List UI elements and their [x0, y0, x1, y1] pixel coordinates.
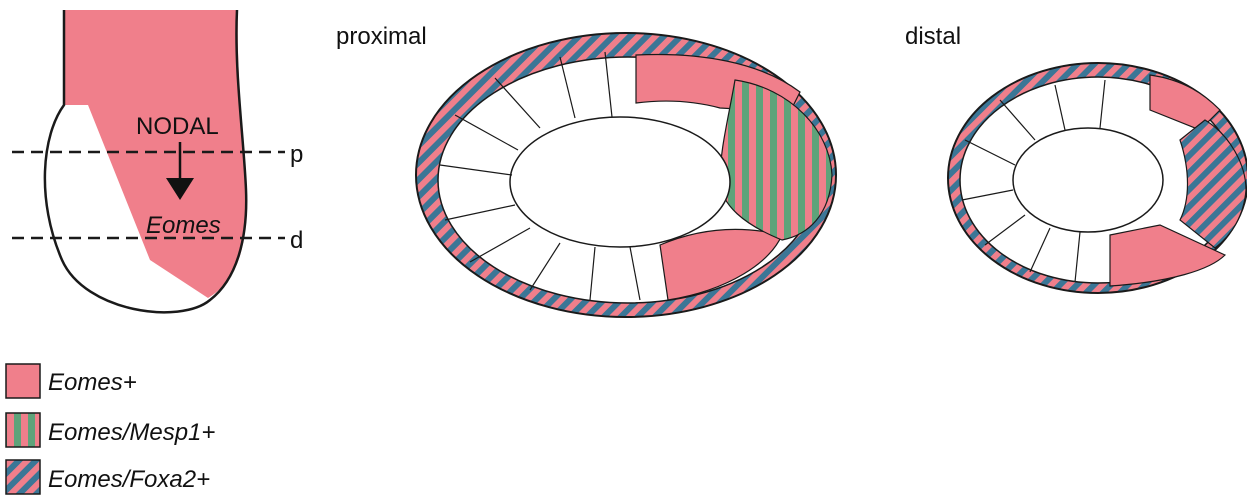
eomes-gene-label: Eomes: [146, 212, 221, 239]
nodal-label: NODAL: [136, 113, 219, 140]
distal-lumen: [1013, 128, 1163, 232]
legend: Eomes+ Eomes/Mesp1+ Eomes/Foxa2+: [6, 364, 215, 494]
legend-item-eomes-foxa2: Eomes/Foxa2+: [6, 460, 210, 494]
proximal-title: proximal: [336, 23, 427, 50]
proximal-section: proximal: [336, 23, 836, 317]
legend-swatch-eomes: [6, 364, 40, 398]
legend-label-eomes-mesp1: Eomes/Mesp1+: [48, 419, 215, 446]
legend-swatch-eomes-foxa2: [6, 460, 40, 494]
proximal-lumen: [510, 117, 730, 247]
proximal-marker: p: [290, 141, 303, 168]
eomes-domain: [64, 10, 246, 298]
legend-swatch-eomes-mesp1: [6, 413, 40, 447]
legend-label-eomes-foxa2: Eomes/Foxa2+: [48, 466, 210, 493]
legend-label-eomes: Eomes+: [48, 369, 137, 396]
distal-marker: d: [290, 227, 303, 254]
legend-item-eomes: Eomes+: [6, 364, 137, 398]
distal-title: distal: [905, 23, 961, 50]
legend-item-eomes-mesp1: Eomes/Mesp1+: [6, 413, 215, 447]
embryo-schematic: NODAL Eomes p d: [12, 10, 303, 312]
distal-section: distal: [905, 23, 1247, 293]
